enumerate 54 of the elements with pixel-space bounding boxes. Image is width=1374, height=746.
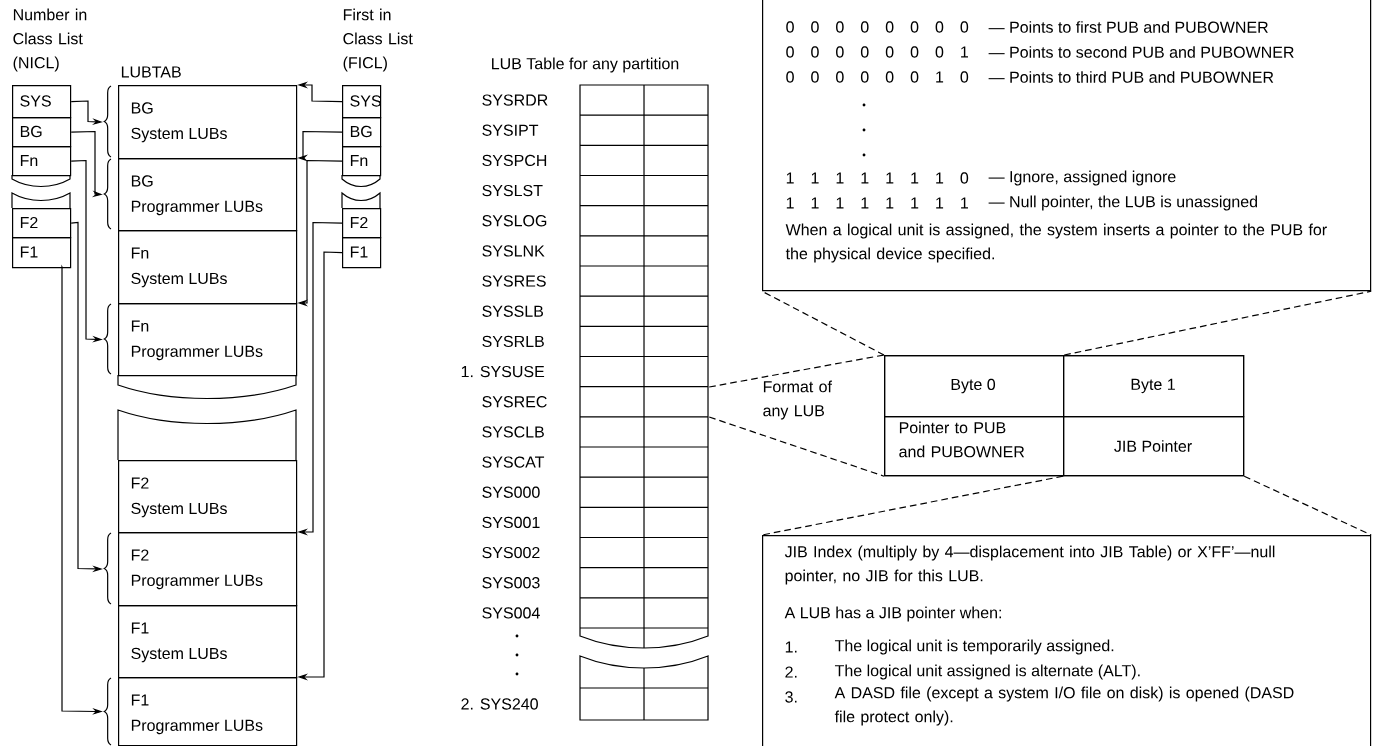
table-section: F1 System LUBs bbox=[118, 605, 298, 679]
row-label: SYSCAT bbox=[482, 456, 545, 468]
table-section: Fn Programmer LUBs bbox=[118, 303, 298, 377]
zoom-line bbox=[1243, 475, 1372, 536]
row-label: SYSCLB bbox=[482, 426, 544, 438]
list-cell: BG bbox=[12, 117, 72, 148]
table-section: F2 Programmer LUBs bbox=[118, 532, 298, 607]
table-section: F2 System LUBs bbox=[118, 460, 298, 534]
row-label: SYSPCH bbox=[482, 154, 547, 167]
table-section: BG Programmer LUBs bbox=[118, 158, 298, 232]
zoom-line bbox=[761, 475, 1064, 536]
list-cell: F2 bbox=[342, 208, 382, 239]
row-label: SYSLST bbox=[482, 184, 543, 197]
row-label: SYSLOG bbox=[482, 215, 547, 227]
list-cell: Fn bbox=[342, 146, 382, 177]
row-label: SYS002 bbox=[482, 546, 540, 559]
table-heading: LUBTAB bbox=[121, 66, 181, 78]
row-label: 2. SYS240 bbox=[461, 698, 538, 710]
zoom-line bbox=[1063, 290, 1372, 356]
row-label: SYSREC bbox=[482, 396, 547, 408]
list-cell: F2 bbox=[12, 208, 72, 239]
row-label: SYSLNK bbox=[482, 245, 545, 257]
table-section: Fn System LUBs bbox=[118, 230, 298, 305]
table-section: F1 Programmer LUBs bbox=[118, 677, 298, 746]
zoom-line bbox=[708, 416, 885, 477]
note-box: JIB Index (multiply by 4—displacement into JIB Table) or X’FF’—null pointer, no JIB for this LUB. A LUB has a JIB pointer when: 1. The logical unit is temporarily assigned. 2. The logical unit assigned is alternate (ALT). 3. A DASD file (except a system I/O file on disk) is opened (DASD file protect only). bbox=[762, 535, 1372, 746]
row-label: SYSRLB bbox=[482, 335, 544, 348]
row-label: SYSRES bbox=[482, 275, 546, 287]
row-label: 1. SYSUSE bbox=[461, 365, 545, 378]
row-label: SYSIPT bbox=[482, 124, 539, 136]
zoom-line bbox=[761, 290, 885, 356]
field-cell: JIB Pointer bbox=[1063, 416, 1245, 477]
row-label: SYSSLB bbox=[482, 305, 543, 317]
list-cell: BG bbox=[342, 117, 382, 148]
table-heading: LUB Table for any partition bbox=[492, 57, 679, 73]
list-cell: Fn bbox=[12, 146, 72, 177]
list-cell: SYS bbox=[12, 85, 72, 119]
list-cell: SYS bbox=[342, 85, 382, 119]
side-label: Format of any LUB bbox=[763, 380, 832, 420]
table-section: BG System LUBs bbox=[118, 85, 298, 160]
zoom-line bbox=[708, 354, 885, 388]
list-cell: F1 bbox=[12, 237, 72, 269]
note-box: 0 0 0 0 0 0 0 0 — Points to first PUB and PUBOWNER 0 0 0 0 0 0 0 1 — Points to second PUB and PUBOWNER 0 0 0 0 0 0 1 0 — Points to third PUB and PUBOWNER 1 1 1 1 1 1 1 0 — Ignore, assigned ignore 1 1 1 1 1 1 1 1 — Null pointer, the LUB is unassigned When a logical unit is assigned, the system inserts a pointer to the PUB for the physical device specified. bbox=[762, 0, 1372, 292]
list-heading: First in Class List (FICL) bbox=[343, 8, 413, 72]
field-cell: Byte 0 bbox=[884, 355, 1065, 418]
row-label: SYS000 bbox=[482, 486, 540, 498]
list-cell: F1 bbox=[342, 237, 382, 269]
row-label: SYSRDR bbox=[482, 94, 548, 106]
field-cell: Byte 1 bbox=[1063, 355, 1245, 418]
field-cell: Pointer to PUB and PUBOWNER bbox=[884, 416, 1065, 477]
row-label: SYS004 bbox=[482, 607, 540, 619]
row-label: SYS003 bbox=[482, 577, 540, 589]
row-label: SYS001 bbox=[482, 516, 540, 529]
list-heading: Number in Class List (NICL) bbox=[13, 8, 87, 72]
